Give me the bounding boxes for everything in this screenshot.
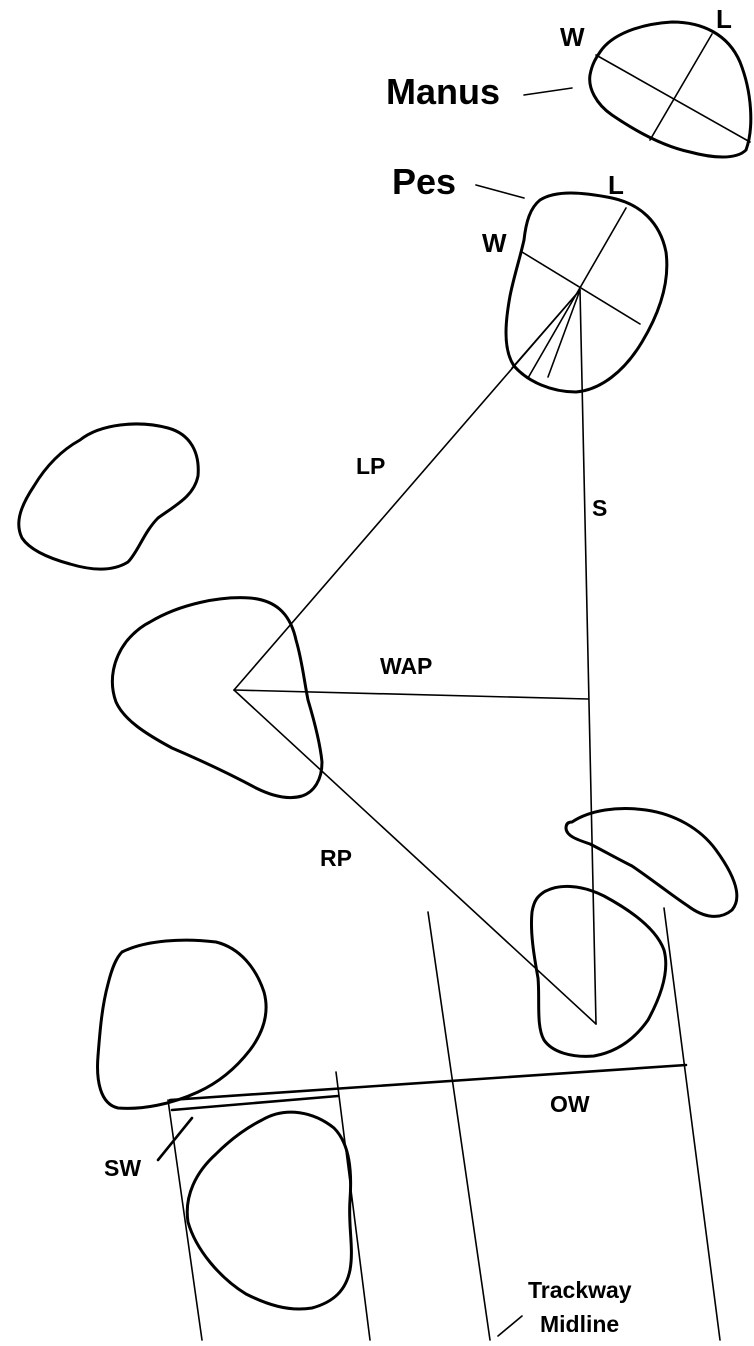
stride-label: S: [592, 495, 607, 521]
right-pace-label: RP: [320, 845, 352, 871]
manus-print-left: [17, 422, 200, 571]
left-pace-label: LP: [356, 453, 385, 479]
pes-width-line: [521, 251, 641, 325]
manus-leader-line: [523, 87, 573, 96]
manus-length-line: [649, 33, 713, 141]
wap-line: [233, 689, 589, 700]
pes-length-label: L: [608, 170, 624, 200]
pes-center-spoke: [547, 289, 581, 378]
manus-width-line: [595, 54, 751, 143]
manus-print-left-lower: [96, 938, 268, 1110]
manus-length-label: L: [716, 4, 732, 34]
stride-line: [579, 289, 597, 1025]
manus-print-right-lower: [564, 807, 739, 918]
outer-width-label: OW: [550, 1091, 590, 1117]
left-pace-line: [233, 289, 581, 691]
manus-width-label: W: [560, 22, 585, 52]
outer-right-boundary-line: [663, 907, 721, 1341]
midline-leader-line: [497, 1315, 523, 1337]
trackway-midline-label-line2: Midline: [540, 1311, 619, 1337]
inner-left-boundary-line: [335, 1071, 371, 1341]
pes-print-right-lower: [529, 884, 668, 1058]
pes-print: [504, 191, 669, 394]
pes-width-label: W: [482, 228, 507, 258]
outer-left-boundary-line: [167, 1099, 203, 1341]
pes-label: Pes: [392, 161, 456, 202]
wap-label: WAP: [380, 653, 432, 679]
trackway-midline: [427, 911, 491, 1341]
manus-print: [588, 20, 753, 159]
trackway-midline-label-line1: Trackway: [528, 1277, 632, 1303]
step-width-line: [170, 1094, 340, 1112]
outer-width-line: [168, 1063, 688, 1102]
pes-print-left: [110, 596, 324, 800]
right-pace-line: [233, 689, 597, 1025]
pes-print-left-lower: [185, 1110, 353, 1311]
manus-label: Manus: [386, 71, 500, 112]
step-width-label: SW: [104, 1155, 141, 1181]
pes-leader-line: [475, 184, 525, 199]
sw-leader-line: [156, 1116, 194, 1162]
